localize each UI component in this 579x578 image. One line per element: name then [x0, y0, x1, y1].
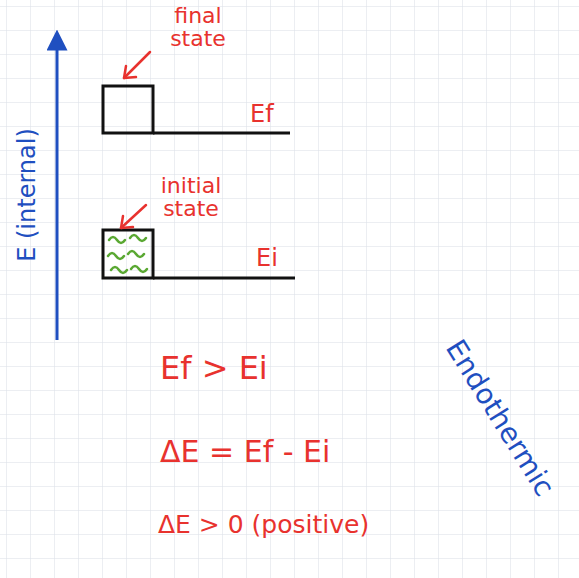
initial-state-box [103, 230, 153, 278]
initial-level-line [153, 277, 295, 280]
state-callout: final state [158, 4, 238, 50]
energy-axis [56, 40, 59, 340]
particle-squiggles [108, 235, 147, 273]
final-state-box [103, 86, 153, 133]
callout-arrows [121, 52, 150, 228]
sign-statement: ΔE > 0 (positive) [158, 512, 369, 538]
final-level-line [153, 132, 290, 135]
comparison-equation: Ef > Ei [160, 352, 268, 386]
level-label: Ei [256, 246, 278, 271]
axis-label: E (internal) [15, 128, 40, 262]
energy-equation: ΔE = Ef - Ei [160, 436, 330, 468]
level-label: Ef [250, 102, 274, 127]
state-callout: initial state [148, 174, 234, 220]
